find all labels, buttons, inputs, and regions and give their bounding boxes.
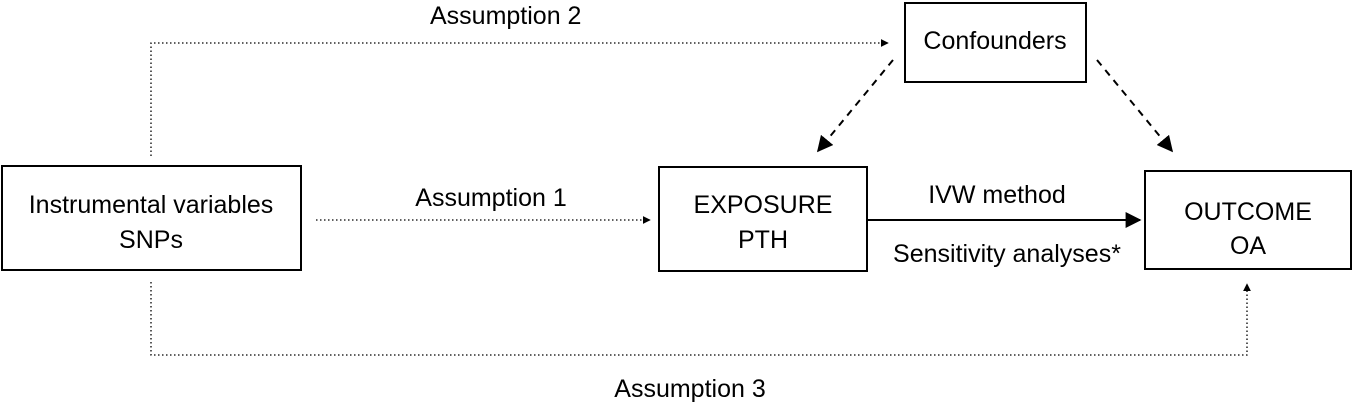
assumption2-arrow	[150, 39, 889, 156]
instrumental-variables-node: Instrumental variables SNPs	[1, 165, 302, 271]
instrumental-variables-line2: SNPs	[119, 226, 183, 254]
confounders-node: Confounders	[904, 2, 1087, 83]
confounders-label: Confounders	[923, 27, 1066, 55]
outcome-node: OUTCOME OA	[1144, 170, 1352, 270]
outcome-line1: OUTCOME	[1184, 198, 1312, 226]
instrumental-variables-line1: Instrumental variables	[29, 191, 274, 219]
assumption1-label: Assumption 1	[415, 184, 566, 212]
sensitivity-analyses-label: Sensitivity analyses*	[893, 240, 1121, 268]
exposure-line2: PTH	[738, 226, 788, 254]
assumption2-label: Assumption 2	[430, 2, 581, 30]
confounders-to-outcome-arrow	[1096, 59, 1174, 153]
assumption3-label: Assumption 3	[614, 375, 765, 403]
confounders-to-exposure-arrow	[816, 59, 894, 153]
ivw-method-label: IVW method	[928, 181, 1066, 209]
outcome-line2: OA	[1230, 232, 1266, 260]
exposure-node: EXPOSURE PTH	[658, 166, 868, 272]
exposure-line1: EXPOSURE	[694, 191, 833, 219]
assumption3-arrow	[150, 282, 1251, 356]
